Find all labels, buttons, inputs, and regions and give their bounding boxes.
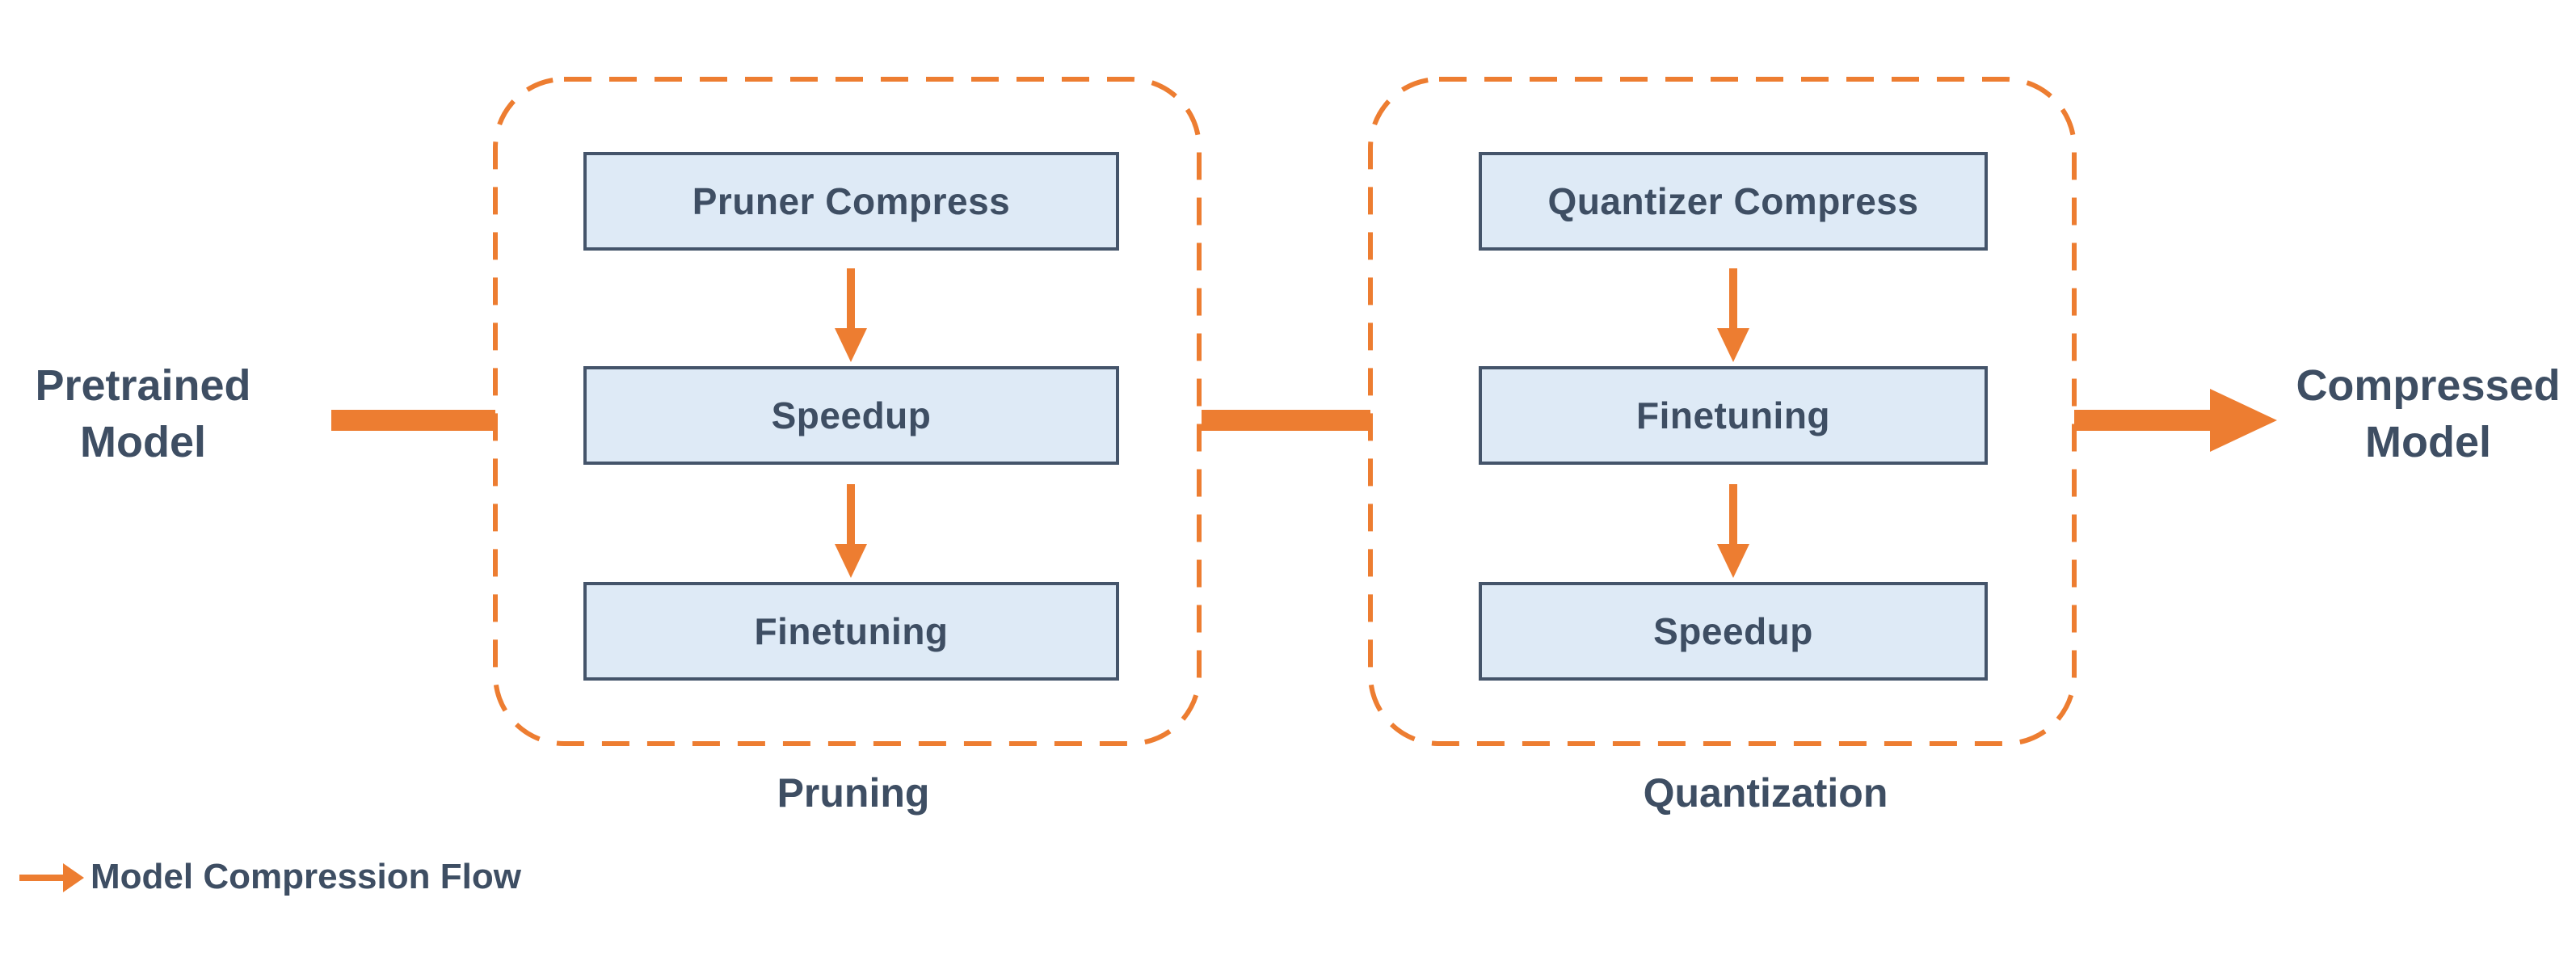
arrow-shaft	[847, 268, 855, 330]
pruning-step-arrow-2	[835, 484, 867, 578]
legend-label: Model Compression Flow	[90, 857, 521, 896]
pruning-to-quantization-connector	[1202, 410, 1370, 431]
arrow-head	[2210, 389, 2277, 452]
pruning-step-arrow-1	[835, 268, 867, 362]
pruning-step-box-speedup: Speedup	[583, 366, 1119, 465]
quantization-step-arrow-1	[1717, 268, 1749, 362]
legend-arrow-icon	[19, 863, 84, 892]
pruning-group-label: Pruning	[777, 770, 930, 816]
pruning-step-box-pruner-compress: Pruner Compress	[583, 152, 1119, 251]
quantization-to-compressed-arrow	[2074, 389, 2277, 452]
arrow-head	[1717, 328, 1749, 362]
quantization-group-label: Quantization	[1643, 770, 1888, 816]
pretrained-model-label: Pretrained Model	[10, 357, 276, 470]
arrow-shaft	[2074, 410, 2212, 431]
arrow-shaft	[1729, 268, 1737, 330]
arrow-shaft	[847, 484, 855, 546]
quantization-group-border	[1368, 77, 2077, 746]
arrow-head	[63, 863, 84, 892]
pruning-step-box-finetuning: Finetuning	[583, 582, 1119, 681]
pretrained-model-label-line2: Model	[80, 418, 206, 466]
pretrained-model-label-line1: Pretrained	[35, 361, 251, 410]
quantization-step-box-quantizer-compress: Quantizer Compress	[1479, 152, 1988, 251]
arrow-shaft	[1729, 484, 1737, 546]
arrow-shaft	[19, 875, 63, 881]
compressed-model-label: Compressed Model	[2295, 357, 2561, 470]
arrow-head	[835, 328, 867, 362]
pretrained-to-pruning-connector	[331, 410, 495, 431]
quantization-step-box-finetuning: Finetuning	[1479, 366, 1988, 465]
compressed-model-label-line1: Compressed	[2296, 361, 2561, 410]
quantization-step-box-speedup: Speedup	[1479, 582, 1988, 681]
arrow-head	[835, 544, 867, 578]
arrow-head	[1717, 544, 1749, 578]
compressed-model-label-line2: Model	[2365, 418, 2491, 466]
pruning-group-border	[493, 77, 1202, 746]
quantization-step-arrow-2	[1717, 484, 1749, 578]
